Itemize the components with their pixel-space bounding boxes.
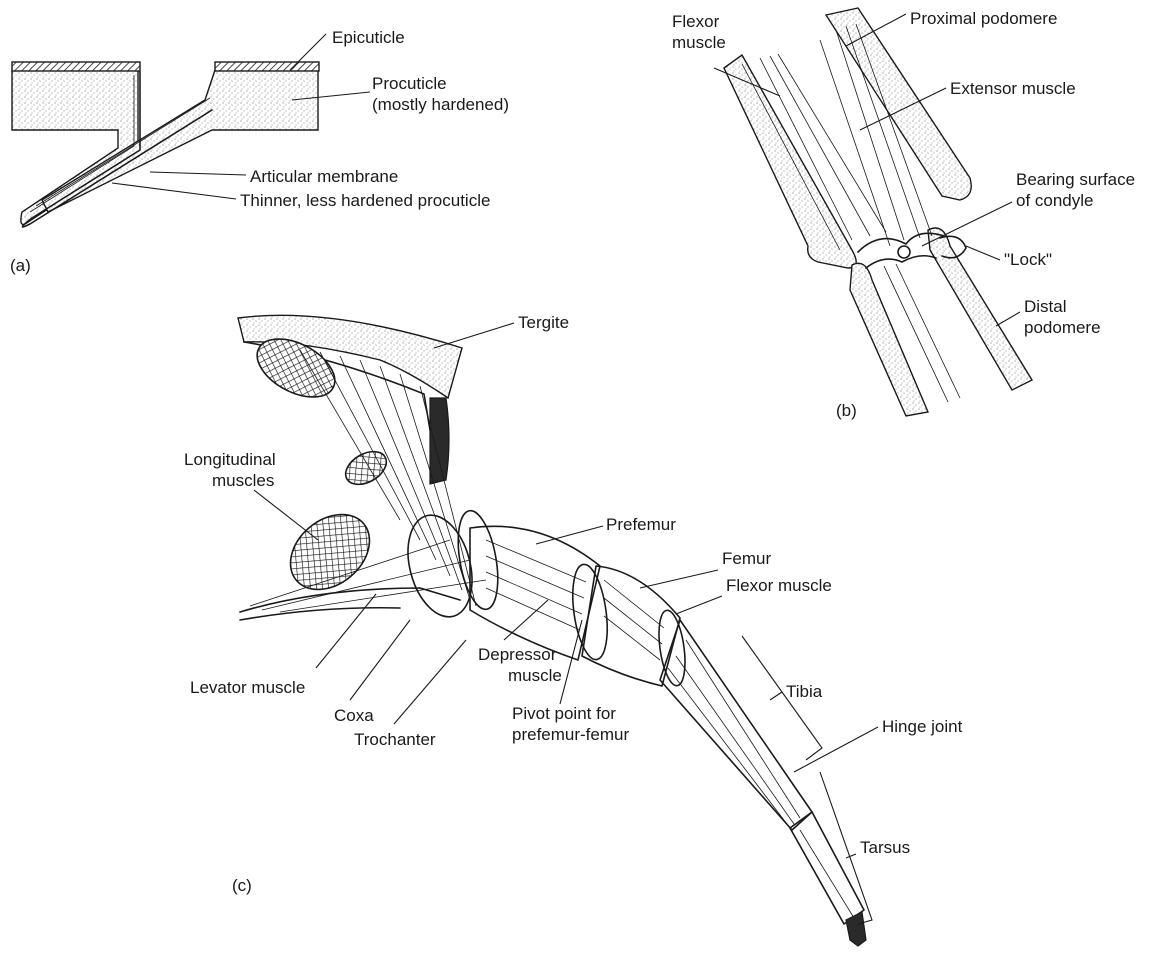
label-tarsus: Tarsus: [860, 838, 910, 857]
label-tibia: Tibia: [786, 682, 823, 701]
label-femur: Femur: [722, 549, 771, 568]
panel-c-leg-drawing: [238, 315, 866, 946]
label-bearing-line2: of condyle: [1016, 191, 1094, 210]
label-pivot-line1: Pivot point for: [512, 704, 616, 723]
label-pivot-line2: prefemur-femur: [512, 725, 629, 744]
label-flexor-b-line1: Flexor: [672, 12, 720, 31]
label-flexor-b-line2: muscle: [672, 33, 726, 52]
label-procuticle-line2: (mostly hardened): [372, 95, 509, 114]
label-proximal-podomere: Proximal podomere: [910, 9, 1057, 28]
label-procuticle-line1: Procuticle: [372, 74, 447, 93]
label-longitudinal-line1: Longitudinal: [184, 450, 276, 469]
panel-a: Epicuticle Procuticle (mostly hardened) …: [10, 28, 509, 275]
panel-a-tag: (a): [10, 256, 31, 275]
label-hinge-joint: Hinge joint: [882, 717, 963, 736]
label-depressor-line1: Depressor: [478, 645, 557, 664]
panel-b: Flexor muscle Proximal podomere Extensor…: [672, 8, 1135, 420]
label-depressor-line2: muscle: [508, 666, 562, 685]
label-lock: "Lock": [1004, 250, 1052, 269]
label-distal-line2: podomere: [1024, 318, 1101, 337]
label-distal-line1: Distal: [1024, 297, 1067, 316]
label-coxa: Coxa: [334, 706, 374, 725]
label-flexor-muscle-c: Flexor muscle: [726, 576, 832, 595]
panel-c-tag: (c): [232, 876, 252, 895]
label-extensor-muscle: Extensor muscle: [950, 79, 1076, 98]
label-prefemur: Prefemur: [606, 515, 676, 534]
label-longitudinal-line2: muscles: [212, 471, 274, 490]
label-tergite: Tergite: [518, 313, 569, 332]
label-articular-membrane: Articular membrane: [250, 167, 398, 186]
label-trochanter: Trochanter: [354, 730, 436, 749]
label-levator-muscle: Levator muscle: [190, 678, 305, 697]
label-bearing-line1: Bearing surface: [1016, 170, 1135, 189]
panel-b-tag: (b): [836, 401, 857, 420]
label-thinner-procuticle: Thinner, less hardened procuticle: [240, 191, 490, 210]
label-epicuticle: Epicuticle: [332, 28, 405, 47]
panel-b-joint-drawing: [724, 8, 1032, 416]
